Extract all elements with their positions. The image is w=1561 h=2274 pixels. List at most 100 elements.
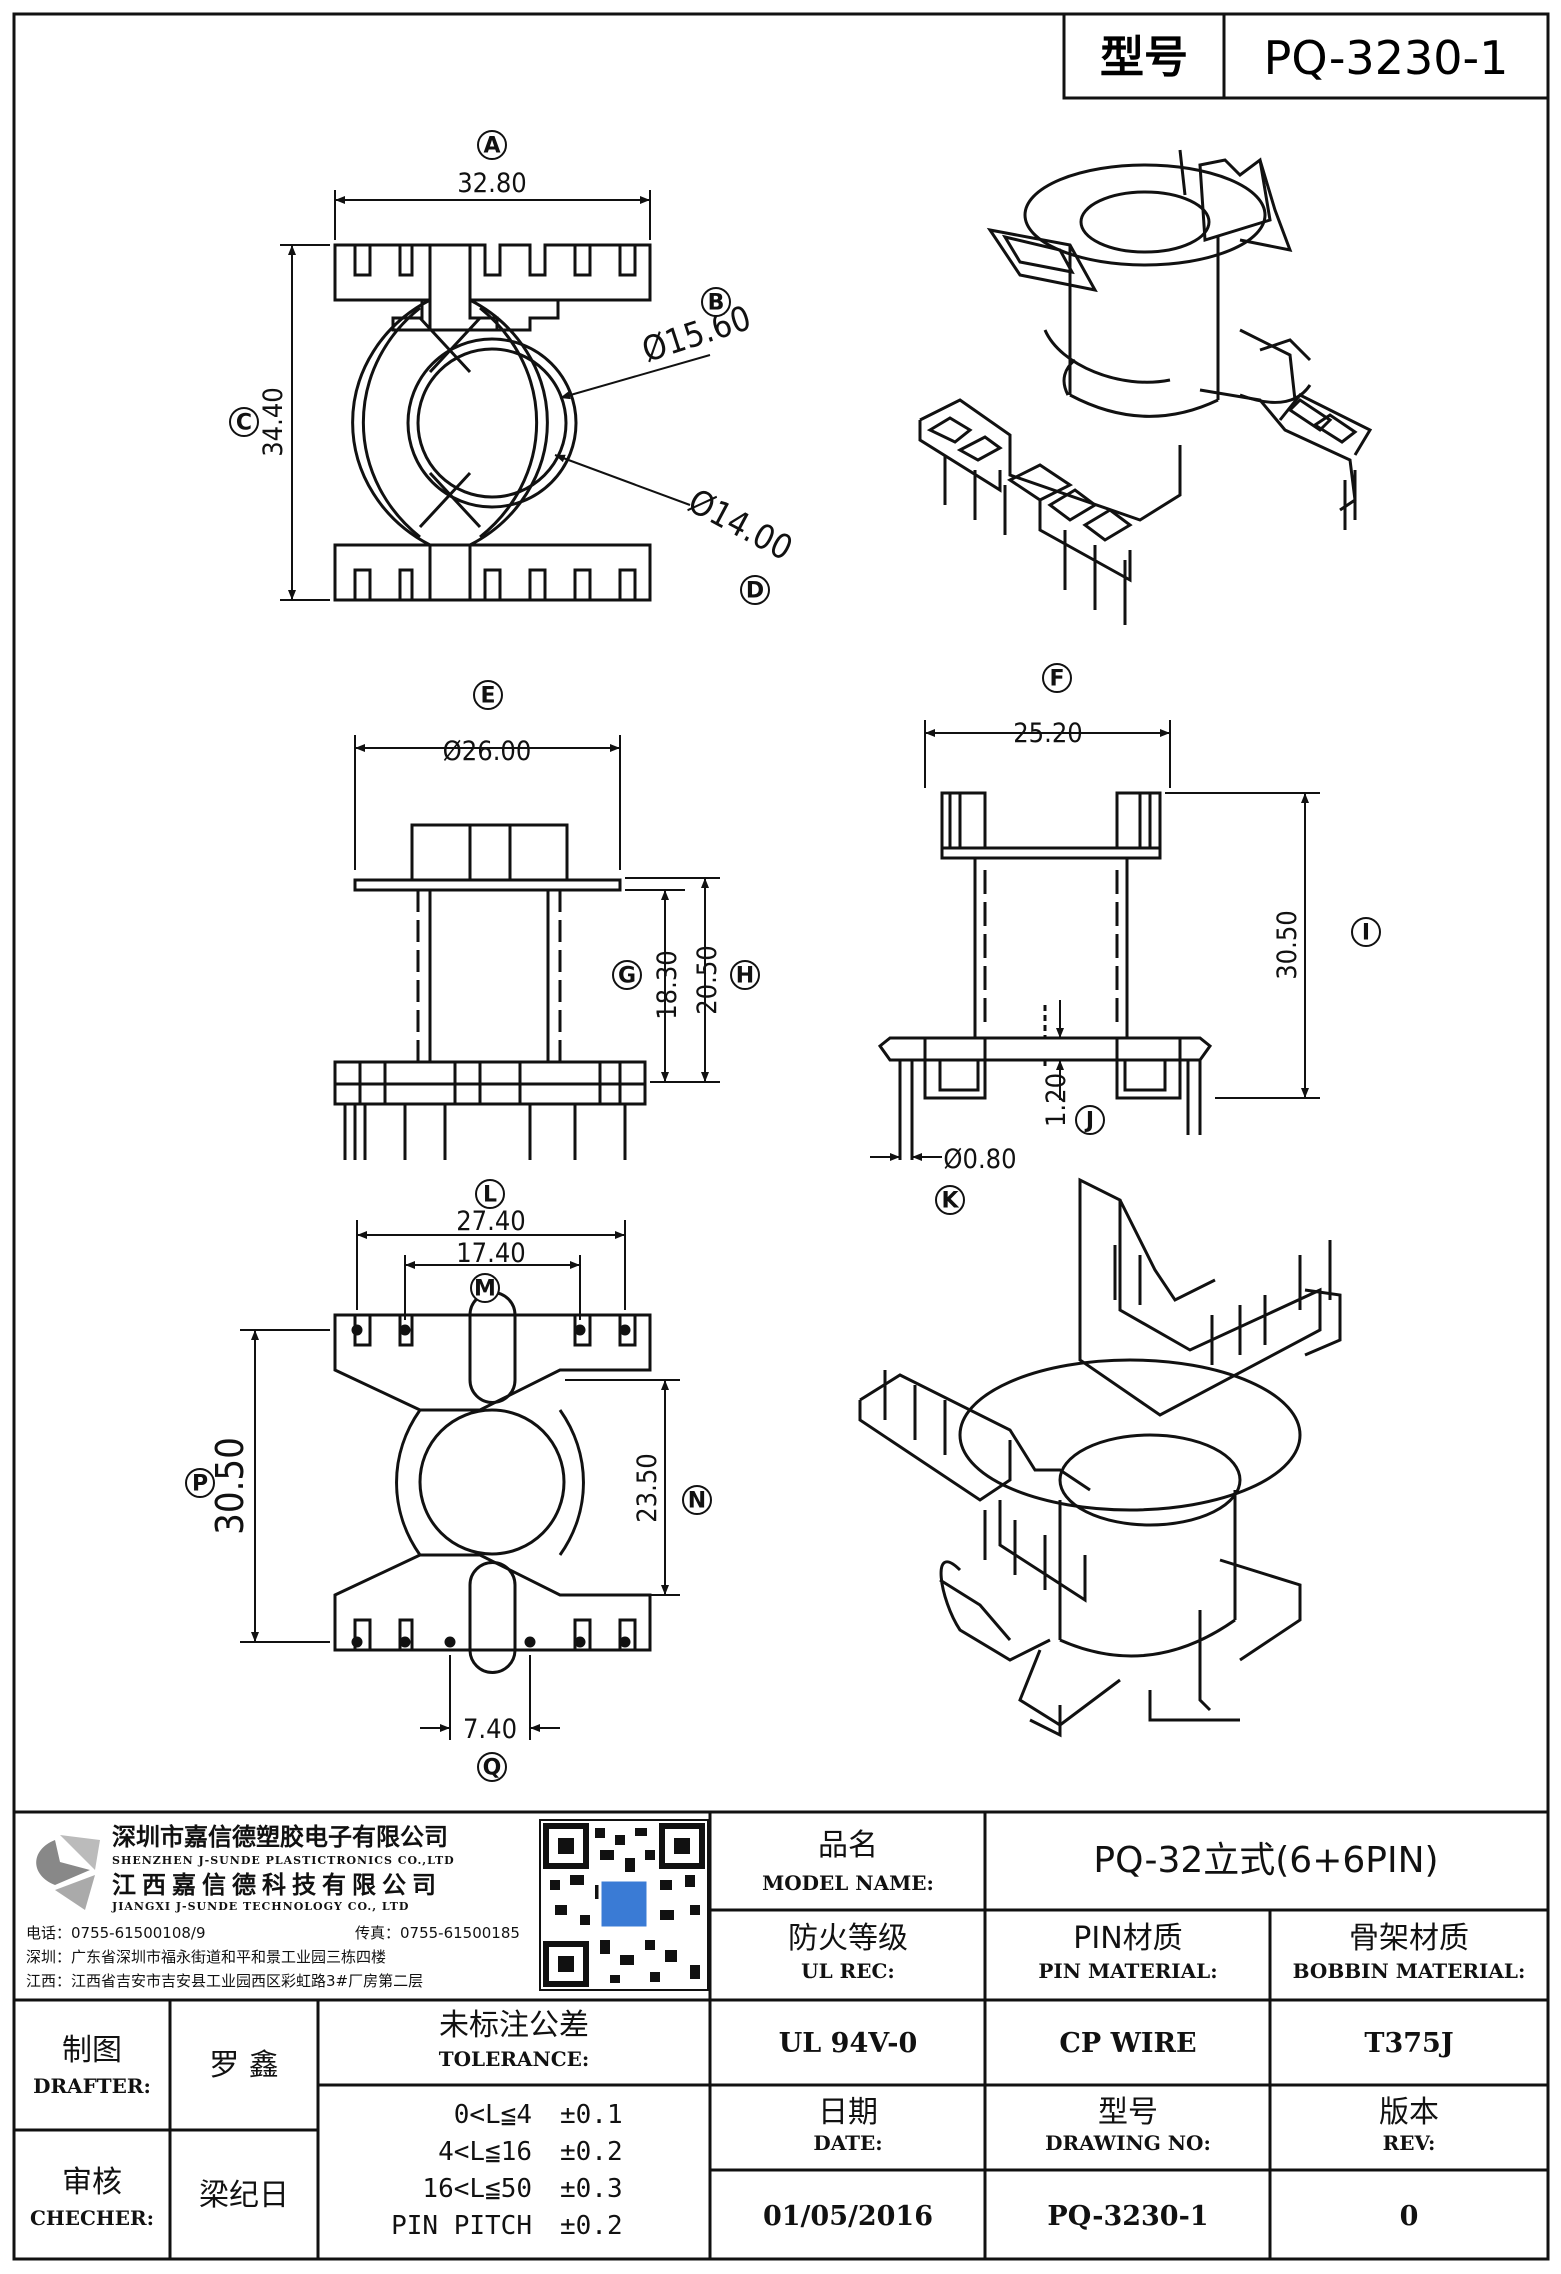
drafter-value: 罗 鑫 <box>209 2048 279 2083</box>
marker-I: I <box>1351 917 1381 947</box>
svg-text:A: A <box>483 134 500 159</box>
dim-bottom-pin-pitch: 7.40 <box>463 1714 517 1745</box>
company-name-en-1: SHENZHEN J-SUNDE PLASTICTRONICS CO.,LTD <box>112 1854 455 1867</box>
rev-en: REV: <box>1383 2131 1436 2155</box>
company-name-en-2: JIANGXI J-SUNDE TECHNOLOGY CO., LTD <box>111 1900 409 1913</box>
marker-E: E <box>473 680 503 710</box>
company-address-sz: 深圳：广东省深圳市福永街道和平和景工业园三栋四楼 <box>26 1948 386 1966</box>
dim-bottom-inner-height: 23.50 <box>632 1453 663 1523</box>
pin-material-en: PIN MATERIAL: <box>1038 1959 1217 1983</box>
tolerance-en: TOLERANCE: <box>439 2047 590 2071</box>
marker-A: A <box>477 130 507 160</box>
date-value: 01/05/2016 <box>763 2201 933 2232</box>
model-name-value: PQ-32立式(6+6PIN) <box>1093 1840 1438 1881</box>
dim-bottom-outer-pin-span: 27.40 <box>456 1206 526 1237</box>
dim-side-width: 25.20 <box>1013 718 1083 749</box>
drawing-no-value: PQ-3230-1 <box>1047 2201 1208 2232</box>
company-address-jx: 江西：江西省吉安市吉安县工业园西区彩虹路3#厂房第二层 <box>26 1972 423 1990</box>
tolerance-value: ±0.2 <box>560 2211 623 2241</box>
sheet-border <box>12 12 1550 2261</box>
tolerance-value: ±0.2 <box>560 2137 623 2167</box>
ul-rec-cn: 防火等级 <box>788 1921 908 1956</box>
marker-L: L <box>475 1179 505 1209</box>
dim-top-width: 32.80 <box>457 168 527 199</box>
checker-value: 梁纪日 <box>199 2178 289 2213</box>
svg-text:D: D <box>746 579 764 604</box>
qr-code <box>539 1819 709 1991</box>
tolerance-range: PIN PITCH <box>391 2211 532 2241</box>
title-block <box>14 1810 1548 2259</box>
top-view-dims <box>280 190 711 601</box>
drawing-no-en: DRAWING NO: <box>1045 2131 1211 2155</box>
marker-M: M <box>470 1273 500 1303</box>
company-name-cn-1: 深圳市嘉信德塑胶电子有限公司 <box>112 1823 448 1851</box>
svg-text:H: H <box>736 964 754 989</box>
dim-front-flange-dia: Ø26.00 <box>443 736 532 767</box>
svg-text:N: N <box>688 1489 706 1514</box>
drafter-cn: 制图 <box>62 2033 122 2068</box>
tolerance-value: ±0.1 <box>560 2100 623 2130</box>
dim-bottom-inner-pin-span: 17.40 <box>456 1238 526 1269</box>
header-model-value: PQ-3230-1 <box>1264 31 1509 85</box>
side-view <box>877 791 1213 1160</box>
dim-side-height: 30.50 <box>1272 910 1303 980</box>
svg-text:K: K <box>941 1189 959 1214</box>
checker-en: CHECHER: <box>30 2206 154 2230</box>
svg-text:E: E <box>480 684 495 709</box>
iso-view-top <box>918 149 1373 625</box>
front-view <box>333 823 647 1160</box>
tolerance-range: 0<L≦4 <box>454 2100 532 2130</box>
dim-side-base-thickness: 1.20 <box>1041 1073 1072 1127</box>
svg-text:M: M <box>474 1277 496 1302</box>
checker-cn: 审核 <box>62 2165 122 2200</box>
drawing-no-cn: 型号 <box>1098 2095 1158 2130</box>
marker-H: H <box>730 960 760 990</box>
marker-J: J <box>1075 1105 1105 1135</box>
svg-text:I: I <box>1362 921 1370 946</box>
pin-material-value: CP WIRE <box>1059 2028 1196 2059</box>
rev-cn: 版本 <box>1379 2095 1439 2130</box>
marker-N: N <box>682 1485 712 1515</box>
pin-material-cn: PIN材质 <box>1073 1921 1182 1956</box>
dim-top-height: 34.40 <box>258 387 289 457</box>
tolerance-range: 16<L≦50 <box>422 2174 532 2204</box>
dim-bottom-height: 30.50 <box>208 1437 252 1535</box>
svg-text:F: F <box>1049 667 1064 692</box>
svg-text:B: B <box>708 291 725 316</box>
svg-text:C: C <box>236 411 252 436</box>
marker-F: F <box>1042 663 1072 693</box>
dim-side-pin-dia: Ø0.80 <box>943 1144 1016 1175</box>
model-name-cn: 品名 <box>818 1828 878 1863</box>
company-logo <box>36 1835 100 1910</box>
date-cn: 日期 <box>818 2095 878 2130</box>
bottom-view <box>333 1291 652 1674</box>
marker-D: D <box>740 575 770 605</box>
model-name-en: MODEL NAME: <box>762 1871 934 1895</box>
bottom-view-dims <box>240 1220 680 1740</box>
company-fax: 传真：0755-61500185 <box>355 1924 520 1942</box>
header-model-label: 型号 <box>1100 32 1188 83</box>
tolerance-value: ±0.3 <box>560 2174 623 2204</box>
marker-B: B <box>701 287 731 317</box>
bobbin-material-en: BOBBIN MATERIAL: <box>1293 1959 1526 1983</box>
marker-Q: Q <box>477 1752 507 1782</box>
bobbin-material-cn: 骨架材质 <box>1349 1921 1469 1956</box>
svg-text:L: L <box>483 1183 497 1208</box>
top-view <box>333 243 652 602</box>
header-model-box: 型号 PQ-3230-1 <box>1062 12 1550 100</box>
svg-text:J: J <box>1084 1109 1094 1134</box>
tolerance-cn: 未标注公差 <box>439 2008 589 2043</box>
front-view-dims <box>354 735 720 1083</box>
ul-rec-value: UL 94V-0 <box>779 2028 917 2059</box>
bobbin-material-value: T375J <box>1364 2028 1453 2059</box>
dim-top-dia-outer: Ø15.60 <box>637 298 756 371</box>
ul-rec-en: UL REC: <box>801 1959 895 1983</box>
rev-value: 0 <box>1400 2201 1419 2232</box>
side-view-dims <box>870 720 1320 1161</box>
dim-top-dia-inner: Ø14.00 <box>681 481 798 569</box>
dim-front-winding-height: 18.30 <box>652 950 683 1020</box>
marker-C: C <box>229 407 259 437</box>
dim-front-overall-height: 20.50 <box>692 945 723 1015</box>
svg-text:P: P <box>192 1472 208 1497</box>
